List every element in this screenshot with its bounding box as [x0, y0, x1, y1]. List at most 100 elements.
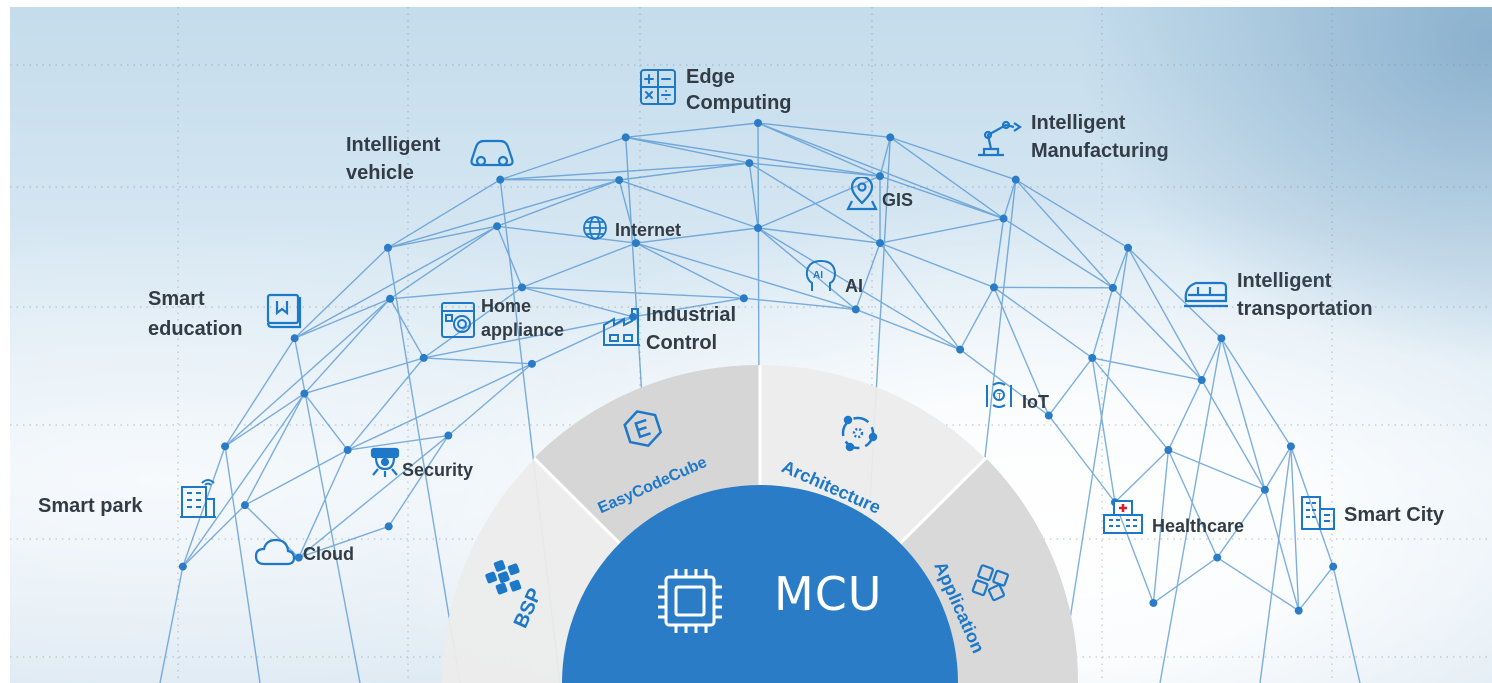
mesh-node	[1124, 243, 1133, 252]
map-pin-icon	[846, 177, 878, 211]
mesh-link	[1167, 379, 1203, 451]
mesh-node	[875, 172, 884, 181]
mesh-link	[1048, 357, 1093, 416]
mesh-link	[347, 357, 425, 451]
mesh-link	[993, 218, 1005, 288]
mesh-link	[387, 247, 461, 683]
mesh-link	[855, 242, 881, 310]
mesh-node	[1164, 446, 1173, 455]
mesh-node	[1294, 606, 1303, 615]
mesh-node	[1217, 334, 1226, 343]
mesh-link	[497, 225, 637, 244]
mesh-link	[224, 446, 261, 683]
mesh-node	[527, 359, 536, 368]
mesh-link	[224, 337, 296, 447]
mesh-link	[625, 122, 759, 139]
train-icon	[1182, 277, 1228, 309]
mesh-link	[447, 363, 533, 437]
mesh-link	[743, 297, 856, 311]
mesh-link	[757, 227, 881, 244]
mesh-link	[1264, 489, 1300, 611]
label-ai: AI	[845, 276, 863, 296]
mesh-node	[300, 389, 309, 398]
iot-icon: T	[984, 379, 1014, 411]
label-intelligent-transportation: Intelligent transportation	[1237, 270, 1373, 320]
mesh-link	[1332, 566, 1361, 683]
mesh-link	[389, 225, 498, 300]
mesh-link	[757, 122, 881, 177]
mesh-link	[387, 179, 620, 249]
mesh-node	[1044, 411, 1053, 420]
city-icon	[1300, 495, 1338, 531]
mesh-link	[1091, 357, 1169, 451]
mesh-link	[303, 393, 349, 451]
mesh-link	[1114, 502, 1155, 604]
mesh-link	[879, 137, 891, 177]
label-security: Security	[402, 460, 474, 480]
mesh-link	[521, 286, 634, 318]
mesh-node	[383, 243, 392, 252]
mcu-core[interactable]	[562, 485, 958, 683]
label-industrial-control: Industrial Control	[646, 304, 737, 354]
mesh-link	[890, 136, 1016, 181]
label-internet: Internet	[615, 220, 682, 240]
label-smart-park: Smart park	[38, 495, 143, 517]
mesh-node	[343, 446, 352, 455]
mesh-node	[386, 294, 395, 303]
mesh-link	[993, 286, 1093, 359]
mesh-link	[993, 287, 1050, 416]
mesh-link	[1168, 449, 1266, 491]
label-smart-education: Smart education	[148, 288, 243, 340]
mesh-node	[631, 239, 640, 248]
mesh-link	[618, 179, 637, 244]
mesh-link	[635, 242, 745, 299]
calculator-icon	[640, 69, 676, 105]
diagram-stage: BSP EasyCodeCube Architecture Applicatio…	[10, 7, 1492, 683]
mesh-link	[635, 227, 759, 244]
mesh-link	[1298, 566, 1334, 612]
mesh-link	[1167, 449, 1218, 558]
mesh-link	[1264, 445, 1292, 491]
mesh-node	[240, 501, 249, 510]
label-smart-city: Smart City	[1344, 504, 1445, 526]
mesh-node	[1329, 562, 1338, 571]
mesh-link	[496, 179, 620, 227]
mesh-link	[182, 446, 226, 567]
mesh-link	[618, 179, 759, 229]
mesh-link	[521, 242, 637, 289]
mesh-link	[1048, 415, 1116, 503]
mesh-node	[1149, 598, 1158, 607]
mcu-label: MCU	[774, 567, 883, 621]
mesh-node	[419, 353, 428, 362]
book-icon	[266, 293, 302, 329]
label-edge-computing: Edge Computing	[686, 66, 792, 114]
mesh-link	[159, 566, 184, 683]
mesh-link	[879, 217, 1004, 244]
mesh-node	[886, 133, 895, 142]
globe-icon	[582, 215, 608, 241]
mesh-link	[244, 393, 305, 506]
mesh-node	[384, 522, 393, 531]
mesh-node	[876, 239, 885, 248]
mesh-node	[518, 283, 527, 292]
bsp-icon	[485, 560, 522, 595]
robot-arm-icon	[974, 115, 1024, 159]
mesh-link	[298, 525, 389, 559]
building-icon	[178, 477, 218, 519]
mesh-link	[635, 242, 856, 311]
mesh-node	[1088, 353, 1097, 362]
mesh-link	[387, 179, 501, 249]
mesh-link	[388, 435, 449, 527]
mesh-link	[298, 434, 449, 559]
label-intelligent-vehicle: Intelligent vehicle	[346, 134, 441, 184]
mesh-link	[521, 286, 744, 299]
mesh-node	[621, 133, 630, 142]
mesh-link	[1112, 287, 1203, 381]
mesh-link	[749, 162, 881, 177]
mesh-link	[757, 227, 961, 351]
mesh-link	[959, 287, 995, 350]
mesh-link	[304, 357, 424, 395]
mesh-link	[1159, 338, 1223, 683]
ai-head-icon: AI	[804, 259, 838, 293]
mesh-link	[748, 162, 881, 244]
